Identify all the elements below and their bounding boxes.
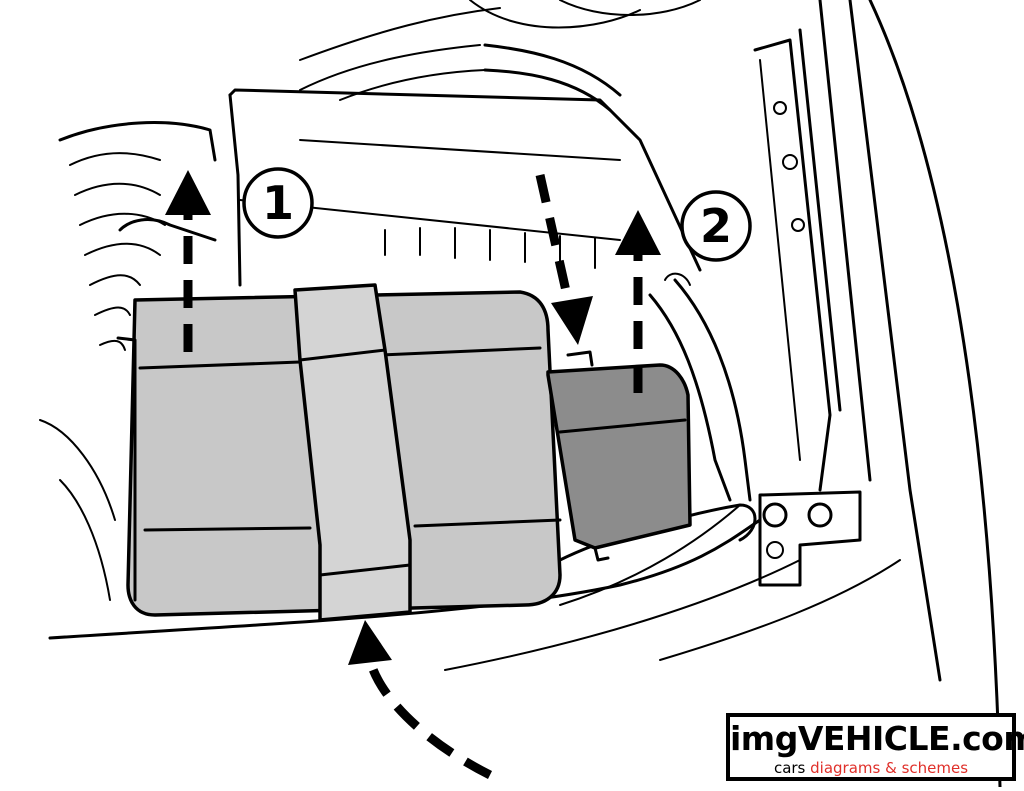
callout-1-label: 1 — [262, 176, 294, 230]
engine-bay-outline — [39, 0, 1002, 789]
secondary-fuse-box — [546, 350, 692, 562]
retaining-strap — [293, 283, 412, 622]
watermark-brand: imgVEHICLE.com — [730, 719, 1024, 758]
arrow-head-up-icon — [348, 620, 392, 665]
callout-2: 2 — [680, 190, 752, 262]
watermark-tagline-prefix: cars — [773, 759, 806, 777]
arrow-head-up-icon — [615, 210, 661, 255]
secondary-fuse-box-body — [546, 363, 692, 550]
arrow-head-up-icon — [165, 170, 211, 215]
arrow-press-tab — [535, 174, 573, 301]
watermark-tagline: cars diagrams & schemes — [730, 759, 1012, 777]
removal-arrows — [165, 170, 661, 780]
main-fuse-box — [116, 283, 562, 622]
arrow-access-from-below — [365, 658, 493, 780]
callout-1: 1 — [242, 167, 314, 239]
arrow-head-down-icon — [551, 296, 593, 345]
callout-2-label: 2 — [700, 199, 732, 253]
watermark-logo: imgVEHICLE.com cars diagrams & schemes — [726, 713, 1024, 781]
watermark-tagline-accent: diagrams & schemes — [810, 759, 969, 777]
